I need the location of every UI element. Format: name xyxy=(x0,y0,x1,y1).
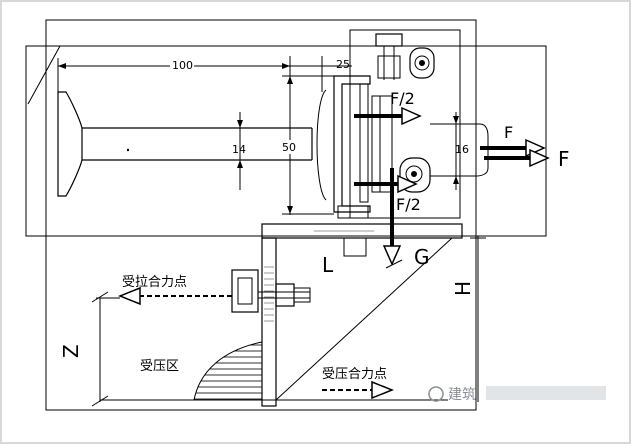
gravity-arrow: G xyxy=(382,168,430,269)
compression-zone: 受压区 xyxy=(140,341,263,401)
arm-Z-label: Z xyxy=(59,344,83,358)
dim-50-label: 50 xyxy=(282,141,296,154)
dimension-100: 100 xyxy=(57,56,291,215)
force-F-large-label: F xyxy=(558,147,570,171)
tension-point-label: 受拉合力点 xyxy=(122,275,187,290)
right-plate: 16 xyxy=(430,112,489,190)
dim-25-label: 25 xyxy=(336,58,350,71)
compression-point-label: 受压合力点 xyxy=(322,367,387,382)
height-H: H xyxy=(451,236,486,402)
half-force-top-label: F/2 xyxy=(390,89,415,108)
lower-bolt xyxy=(399,157,431,193)
dimension-25: 25 xyxy=(290,56,352,92)
watermark: 建筑 xyxy=(428,386,606,403)
tension-resultant-arrow: 受拉合力点 xyxy=(117,275,232,306)
force-F-arrows: F F xyxy=(480,123,570,171)
watermark-text: 建筑 xyxy=(448,387,476,403)
dim-100-label: 100 xyxy=(172,59,193,72)
panel-outline xyxy=(25,45,547,237)
gravity-label: G xyxy=(414,245,430,269)
dimension-50: 50 xyxy=(282,75,334,215)
arm-Z: Z xyxy=(59,291,276,407)
compression-resultant-arrow: 受压合力点 xyxy=(322,367,395,400)
anchor-stud xyxy=(57,91,313,197)
half-force-arrows: F/2 F/2 xyxy=(354,89,422,214)
diagonal-line xyxy=(27,45,61,105)
force-F-small-label: F xyxy=(504,123,513,142)
angle-base xyxy=(261,205,463,257)
inner-frame xyxy=(45,19,477,411)
lever-L-label: L xyxy=(322,253,334,277)
channel-bracket xyxy=(316,29,461,219)
dim-16-label: 16 xyxy=(455,143,469,156)
tension-bolt xyxy=(231,269,311,313)
height-H-label: H xyxy=(451,281,475,296)
dim-14-label: 14 xyxy=(232,143,246,156)
top-bolt xyxy=(375,33,435,80)
half-force-bottom-label: F/2 xyxy=(396,195,421,214)
dimension-14: 14 xyxy=(232,112,246,190)
compression-zone-label: 受压区 xyxy=(140,359,179,374)
